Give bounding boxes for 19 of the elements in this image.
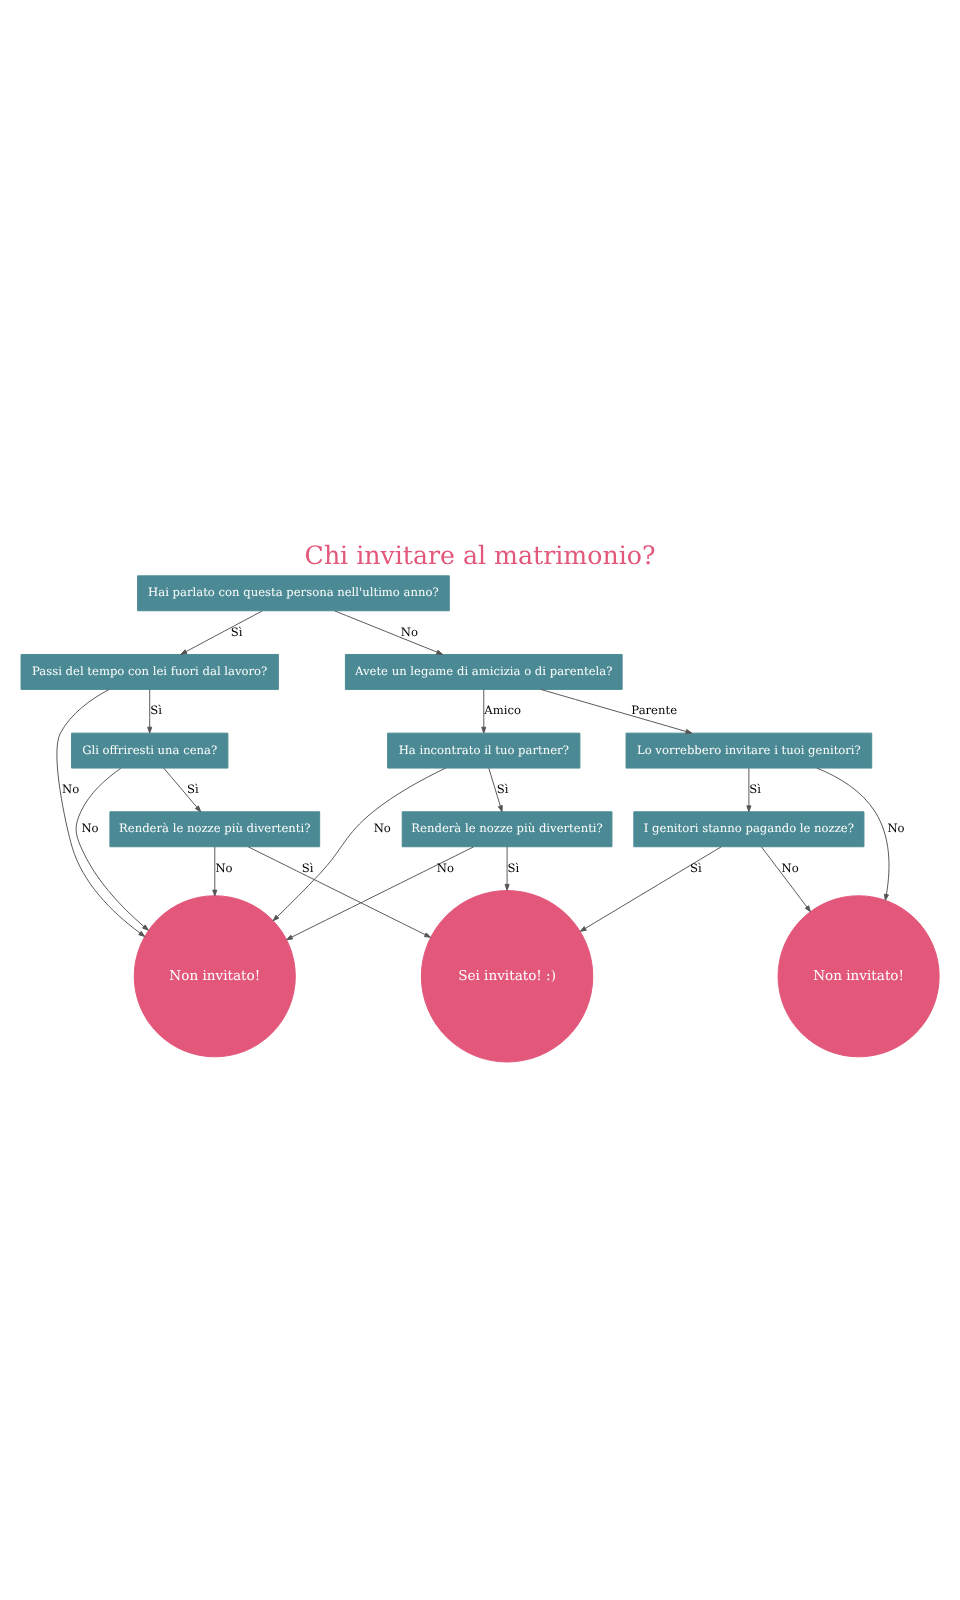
arrow [247, 845, 432, 937]
diagram-title: Chi invitare al matrimonio? [304, 538, 656, 569]
arrow [180, 609, 263, 654]
arrow [163, 766, 202, 812]
arrow [212, 845, 218, 896]
arrow [504, 845, 510, 890]
arrow [272, 766, 447, 921]
arrow [760, 845, 811, 912]
arrow [75, 766, 149, 930]
arrow [334, 609, 444, 654]
arrow [481, 688, 487, 733]
arrow [540, 688, 693, 733]
arrow [579, 845, 722, 931]
arrow [286, 845, 475, 940]
arrow [488, 766, 503, 812]
arrow [147, 688, 153, 733]
arrow [56, 688, 146, 936]
arrow [816, 766, 890, 900]
arrow [746, 766, 752, 812]
